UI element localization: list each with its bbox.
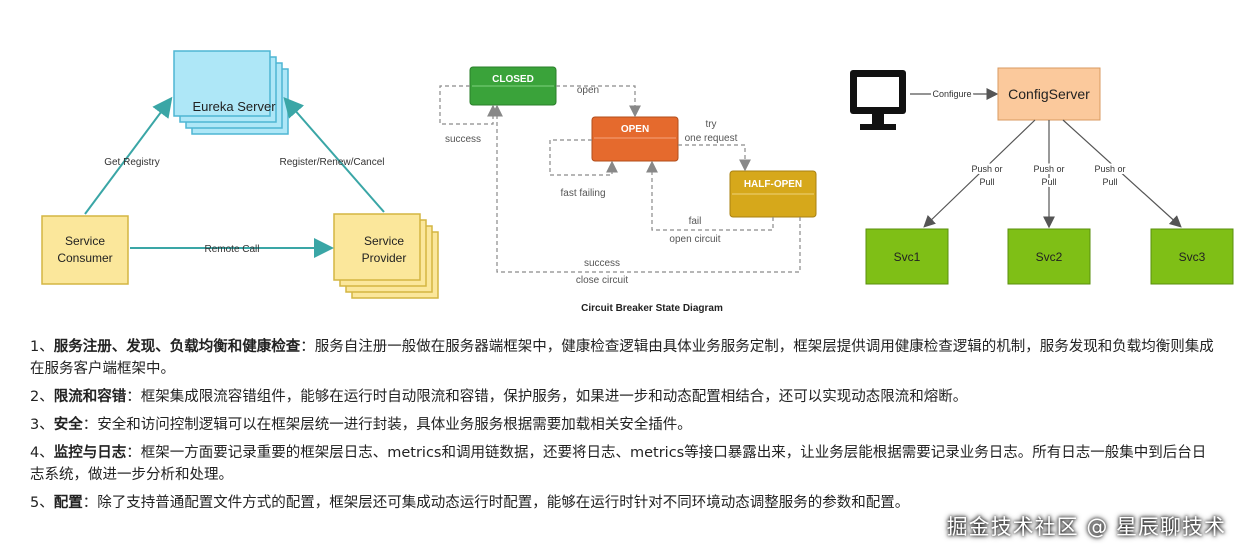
consumer-label-line2: Consumer [57, 251, 112, 265]
feature-item-4: 4、监控与日志：框架一方面要记录重要的框架层日志、metrics和调用链数据，还… [30, 442, 1220, 486]
item-body: 服务自注册一般做在服务器端框架中，健康检查逻辑由具体业务服务定制，框架层提供调用… [30, 339, 1214, 377]
item-separator: ： [126, 389, 141, 405]
item-separator: ： [82, 417, 98, 433]
open-fast-failing-loop [549, 139, 618, 176]
half-open-label: HALF-OPEN [744, 179, 802, 190]
feature-list: 1、服务注册、发现、负载均衡和健康检查：服务自注册一般做在服务器端框架中，健康检… [30, 336, 1220, 520]
item-body: 框架一方面要记录重要的框架层日志、metrics和调用链数据，还要将日志、met… [30, 445, 1207, 483]
register-arrow [283, 96, 385, 213]
halfopen-to-closed-edge [491, 104, 801, 273]
open-to-halfopen-edge [678, 144, 751, 172]
edge-close-circuit-label: close circuit [576, 275, 628, 286]
item-title: 服务注册、发现、负载均衡和健康检查 [53, 339, 301, 355]
push-pull-arrow-3 [1062, 119, 1182, 228]
item-number: 3、 [30, 417, 54, 433]
item-number: 1、 [30, 339, 54, 355]
svc2-node [1007, 228, 1091, 285]
edge-open-circuit-label: open circuit [669, 234, 720, 245]
closed-label: CLOSED [492, 74, 534, 85]
push-pull-label-2a: Push or [1033, 164, 1064, 174]
registry-diagram: Eureka Server Service Consumer Service P… [41, 50, 439, 299]
open-label: OPEN [621, 124, 649, 135]
svc3-node [1150, 228, 1234, 285]
eureka-label: Eureka Server [192, 99, 276, 114]
edge-fast-failing-label: fast failing [560, 188, 605, 199]
remote-call-label: Remote Call [204, 244, 259, 255]
item-body: 框架集成限流容错组件，能够在运行时自动限流和容错，保护服务，如果进一步和动态配置… [140, 389, 968, 405]
consumer-label-line1: Service [65, 234, 105, 248]
edge-success-label: success [445, 134, 481, 145]
get-registry-arrow [84, 96, 173, 215]
item-title: 配置 [53, 495, 83, 511]
register-label: Register/Renew/Cancel [279, 157, 384, 168]
edge-try-label: try [705, 119, 716, 130]
service-consumer-node: Service Consumer [41, 215, 129, 285]
edge-fail-label: fail [689, 216, 702, 227]
push-pull-label-1b: Pull [979, 177, 994, 187]
provider-label-line1: Service [364, 234, 404, 248]
provider-label-line2: Provider [362, 251, 407, 265]
item-title: 监控与日志 [53, 445, 127, 461]
edge-open-label: open [577, 85, 599, 96]
item-body: 除了支持普通配置文件方式的配置，框架层还可集成动态运行时配置，能够在运行时针对不… [97, 495, 910, 511]
push-pull-arrow-1 [923, 119, 1036, 228]
edge-success-bottom-label: success [584, 258, 620, 269]
config-server-label: ConfigServer [1008, 86, 1090, 102]
item-title: 限流和容错 [53, 389, 127, 405]
item-number: 4、 [30, 445, 54, 461]
get-registry-label: Get Registry [104, 157, 160, 168]
eureka-server-node: Eureka Server [173, 50, 289, 135]
closed-success-loop [439, 85, 499, 125]
item-body: 安全和访问控制逻辑可以在框架层统一进行封装，具体业务服务根据需要加载相关安全插件… [97, 417, 692, 433]
feature-item-3: 3、安全：安全和访问控制逻辑可以在框架层统一进行封装，具体业务服务根据需要加载相… [30, 414, 1220, 436]
config-server-node [997, 67, 1101, 121]
item-separator: ： [82, 495, 98, 511]
push-pull-label-1a: Push or [971, 164, 1002, 174]
item-title: 安全 [53, 417, 83, 433]
svc3-label: Svc3 [1179, 250, 1206, 264]
svc1-label: Svc1 [894, 250, 921, 264]
closed-to-open-edge [556, 85, 641, 118]
item-separator: ： [126, 445, 141, 461]
edge-one-request-label: one request [685, 133, 738, 144]
config-server-diagram: Configure ConfigServer Push or Pull Push… [850, 67, 1234, 285]
watermark: 掘金技术社区 @ 星辰聊技术 [946, 515, 1226, 539]
item-number: 2、 [30, 389, 54, 405]
halfopen-to-open-edge [646, 160, 774, 231]
push-pull-label-3b: Pull [1102, 177, 1117, 187]
feature-item-2: 2、限流和容错：框架集成限流容错组件，能够在运行时自动限流和容错，保护服务，如果… [30, 386, 1220, 408]
circuit-breaker-diagram: CLOSED OPEN HALF-OPEN [439, 66, 817, 314]
monitor-icon [850, 70, 906, 130]
service-provider-node: Service Provider [333, 213, 439, 299]
svc1-node [865, 228, 949, 285]
push-pull-label-3a: Push or [1094, 164, 1125, 174]
push-pull-label-2b: Pull [1041, 177, 1056, 187]
item-separator: ： [300, 339, 315, 355]
diagrams: Eureka Server Service Consumer Service P… [41, 50, 1234, 314]
feature-item-5: 5、配置：除了支持普通配置文件方式的配置，框架层还可集成动态运行时配置，能够在运… [30, 492, 1220, 514]
configure-label: Configure [932, 89, 971, 99]
item-number: 5、 [30, 495, 54, 511]
feature-item-1: 1、服务注册、发现、负载均衡和健康检查：服务自注册一般做在服务器端框架中，健康检… [30, 336, 1220, 380]
svc2-label: Svc2 [1036, 250, 1063, 264]
circuit-diagram-title: Circuit Breaker State Diagram [581, 303, 723, 314]
